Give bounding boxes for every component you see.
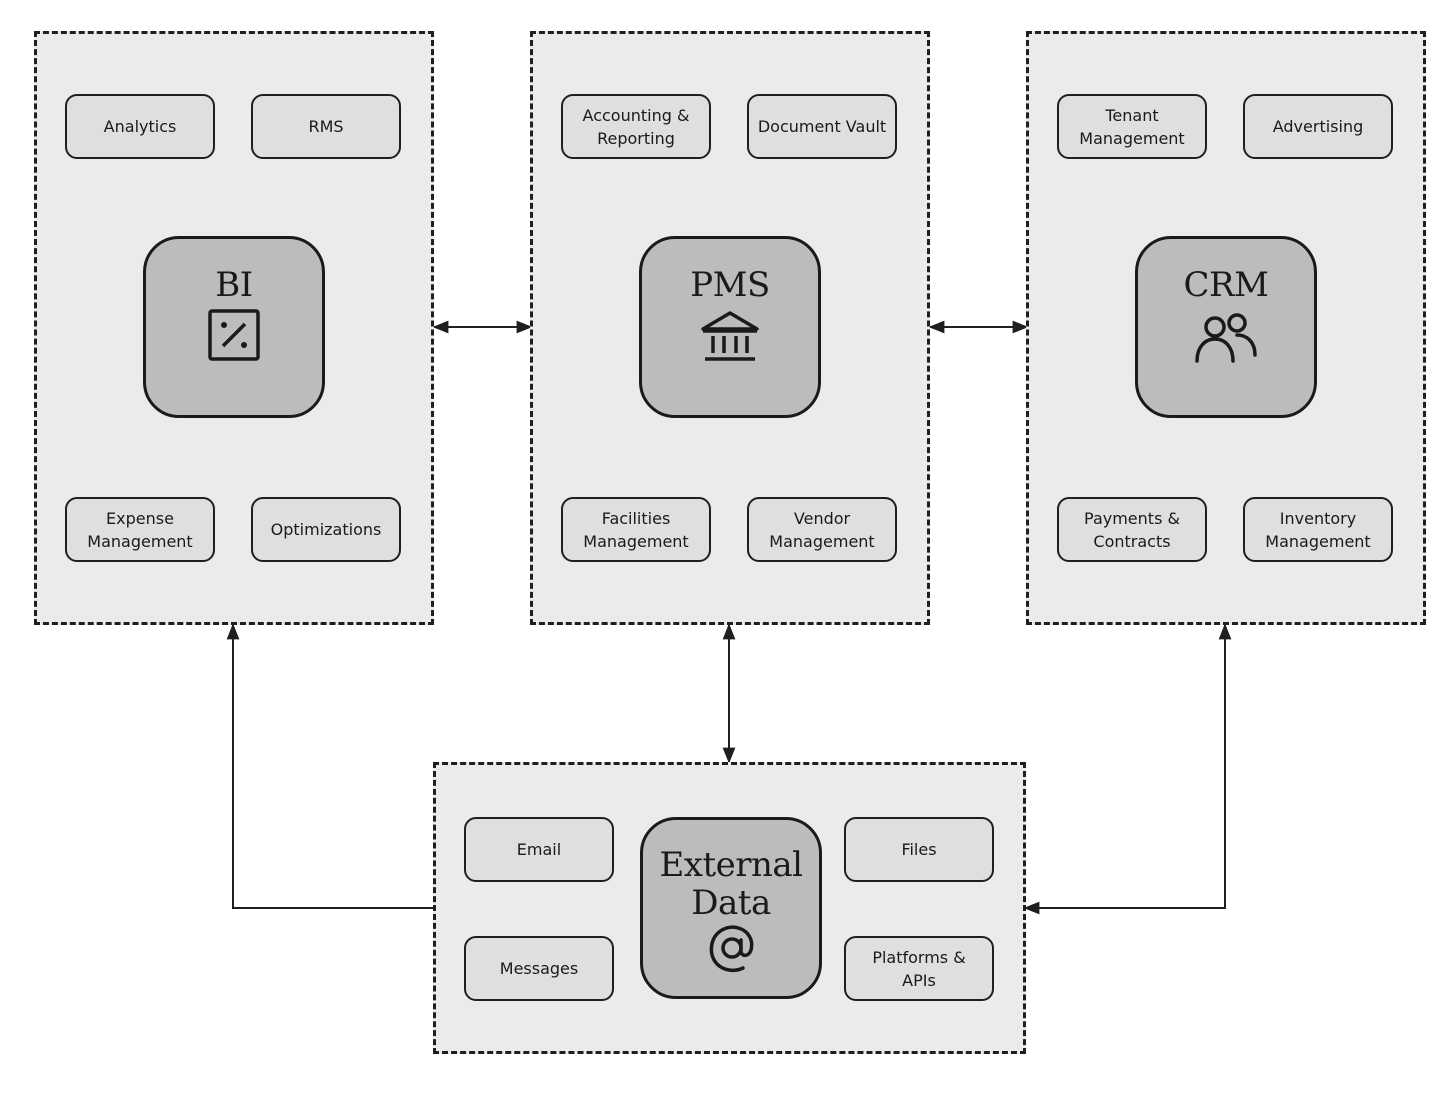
- rms-module: RMS: [251, 94, 401, 159]
- bank-building-icon: [701, 311, 759, 361]
- crm-title: CRM: [1183, 265, 1269, 305]
- arrow-external-bi: [226, 623, 434, 909]
- expense-management-module: Expense Management: [65, 497, 215, 562]
- crm-group: Tenant Management Advertising CRM Paymen…: [1026, 31, 1426, 625]
- pms-title: PMS: [690, 265, 770, 305]
- advertising-module: Advertising: [1243, 94, 1393, 159]
- email-source: Email: [464, 817, 614, 882]
- pms-group: Accounting & Reporting Document Vault PM…: [530, 31, 930, 625]
- files-source: Files: [844, 817, 994, 882]
- percent-square-icon: [208, 309, 260, 361]
- payments-contracts-module: Payments & Contracts: [1057, 497, 1207, 562]
- bi-hub: BI: [143, 236, 325, 418]
- pms-hub: PMS: [639, 236, 821, 418]
- users-icon: [1195, 313, 1257, 363]
- accounting-reporting-module: Accounting & Reporting: [561, 94, 711, 159]
- tenant-management-module: Tenant Management: [1057, 94, 1207, 159]
- facilities-management-module: Facilities Management: [561, 497, 711, 562]
- document-vault-module: Document Vault: [747, 94, 897, 159]
- platforms-apis-source: Platforms & APIs: [844, 936, 994, 1001]
- external-data-title: External Data: [659, 845, 803, 923]
- external-data-hub: External Data: [640, 817, 822, 999]
- bi-title: BI: [215, 265, 253, 305]
- optimizations-module: Optimizations: [251, 497, 401, 562]
- crm-hub: CRM: [1135, 236, 1317, 418]
- at-sign-icon: [709, 925, 754, 973]
- external-data-group: Email Files External Data Messages Platf…: [433, 762, 1026, 1054]
- arrow-crm-external: [1023, 623, 1232, 915]
- analytics-module: Analytics: [65, 94, 215, 159]
- bi-group: Analytics RMS BI Expense Management Opti…: [34, 31, 434, 625]
- vendor-management-module: Vendor Management: [747, 497, 897, 562]
- inventory-management-module: Inventory Management: [1243, 497, 1393, 562]
- messages-source: Messages: [464, 936, 614, 1001]
